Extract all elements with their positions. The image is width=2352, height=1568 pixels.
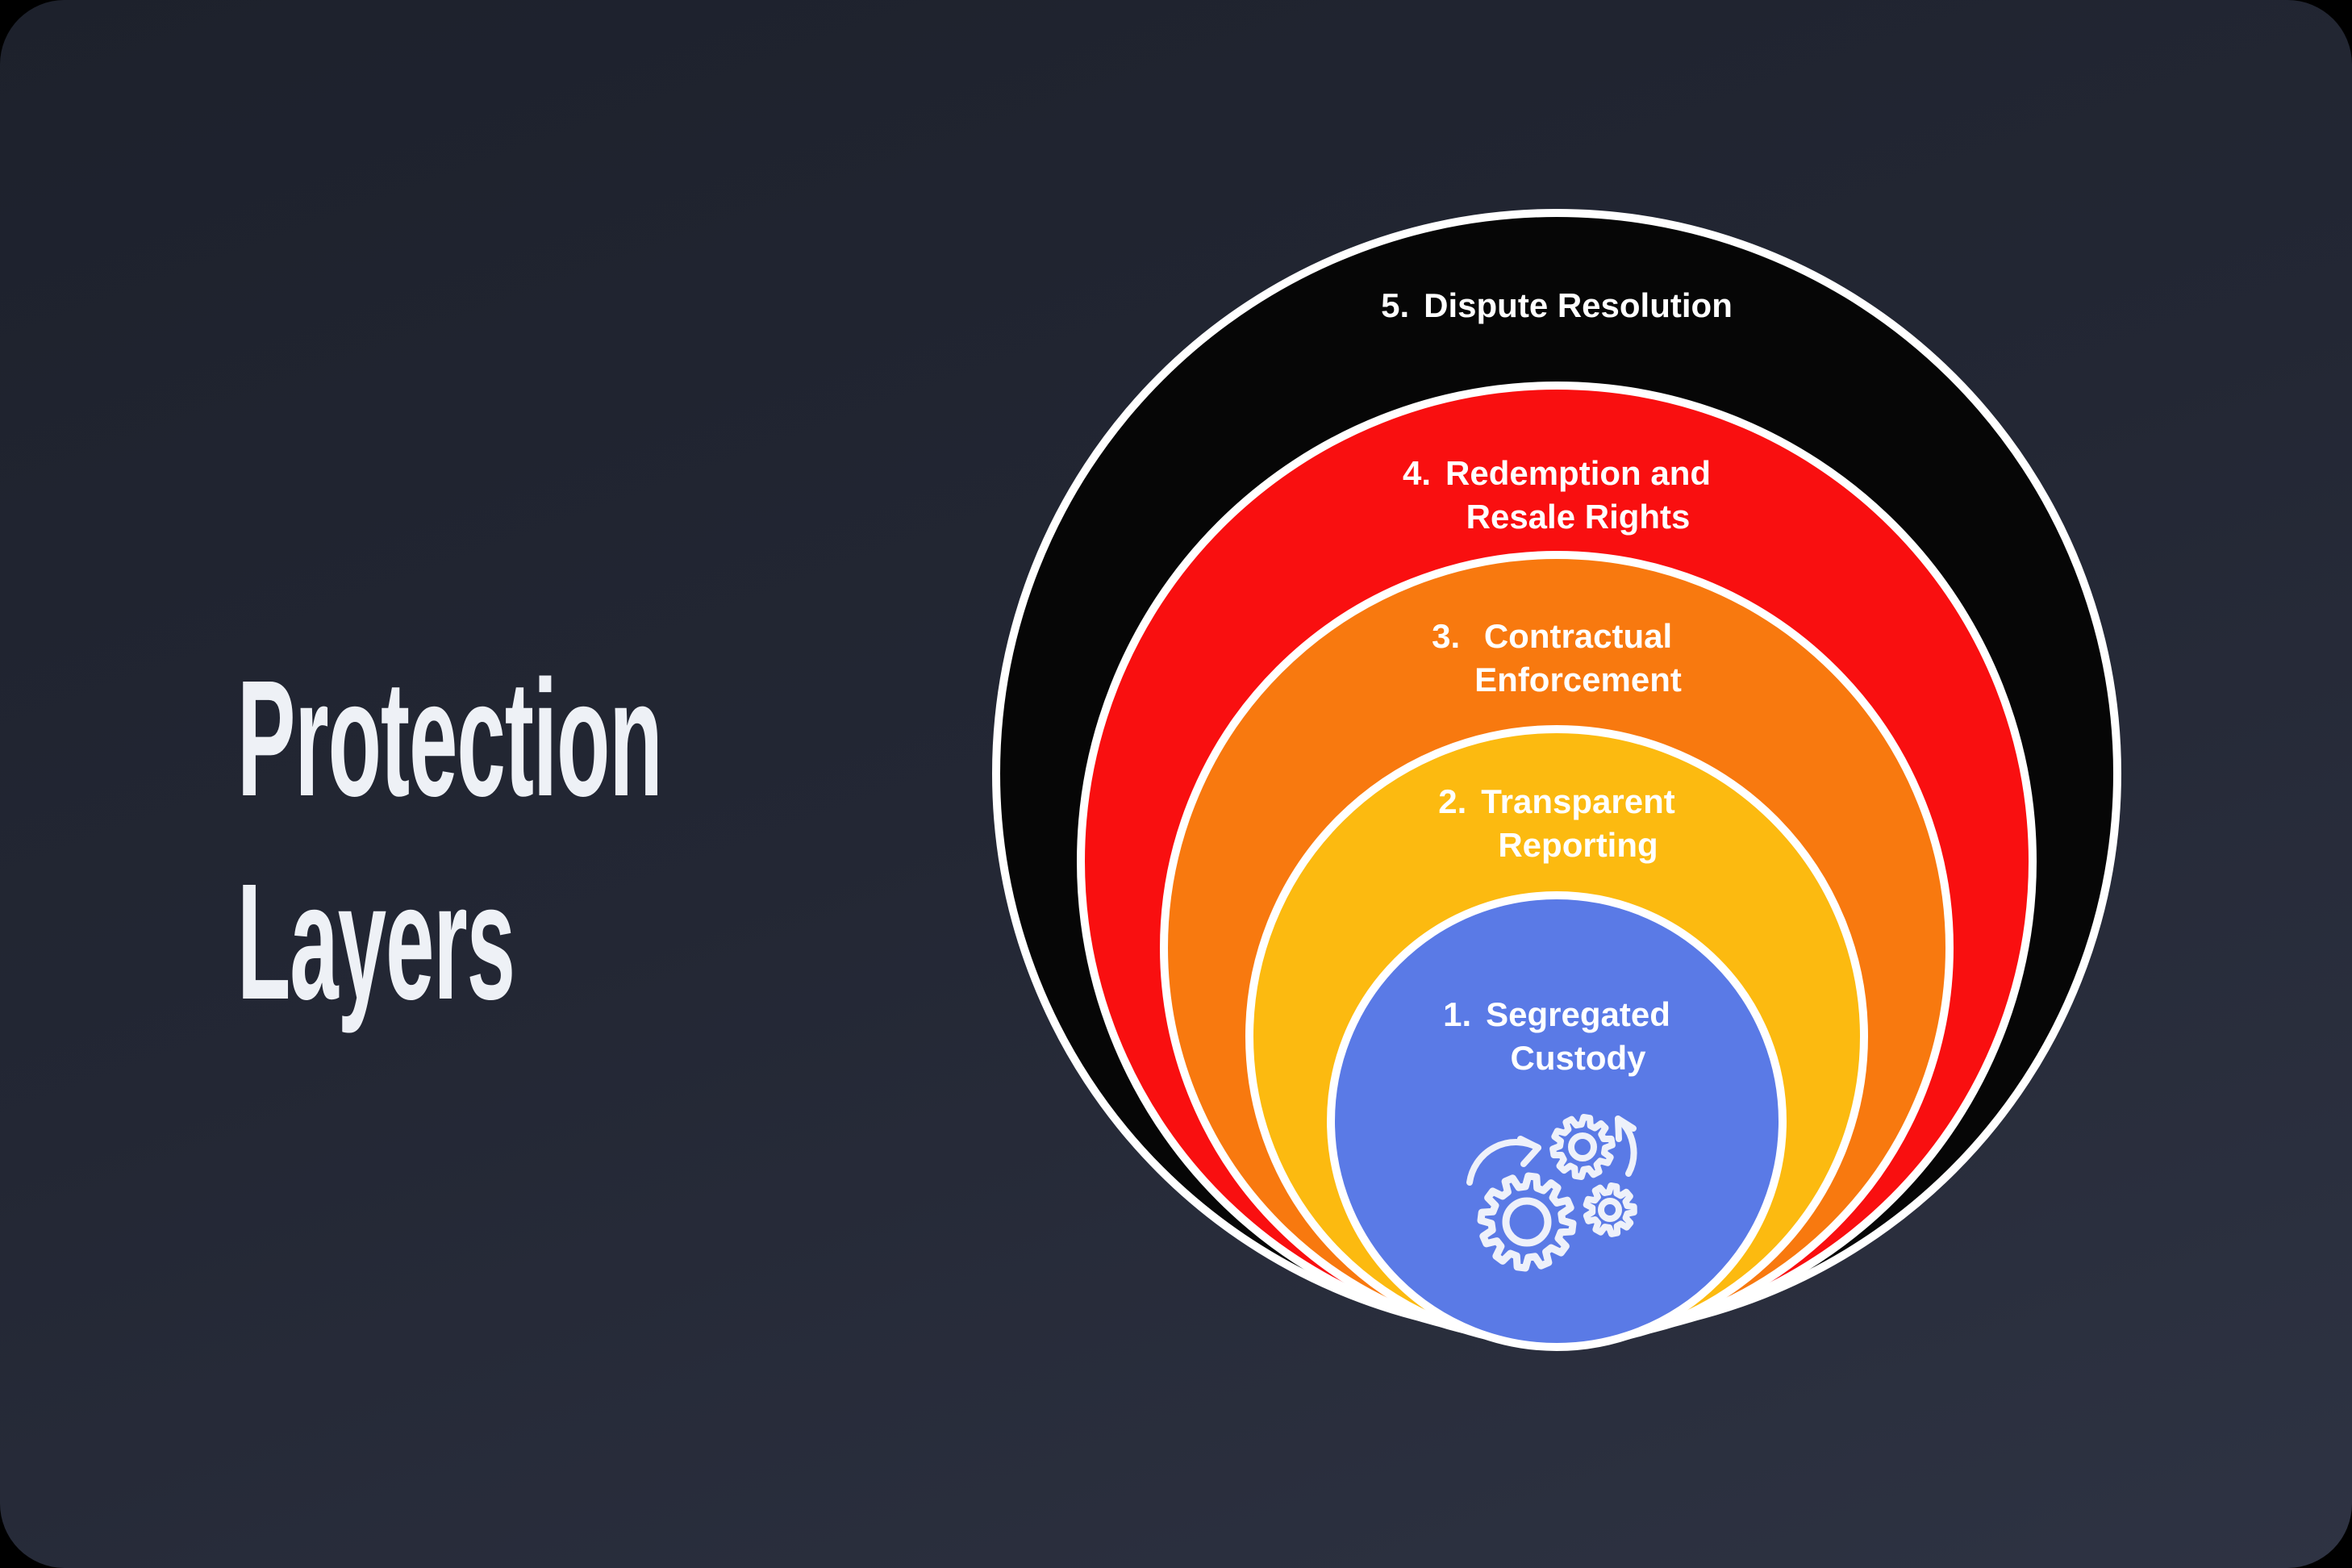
ring-1-segregated-custody <box>1327 891 1787 1351</box>
layer-number: 2. <box>1438 782 1467 820</box>
gear-medium <box>1549 1114 1616 1180</box>
layer-name: Segregated Custody <box>1486 995 1670 1077</box>
page-title: Protection Layers <box>237 646 663 1034</box>
layer-name: Dispute Resolution <box>1424 286 1733 324</box>
label-transparent-reporting: 2. Transparent Reporting <box>1438 780 1674 867</box>
gears-process-icon <box>1466 1114 1637 1272</box>
rotate-arrow-right-head <box>1615 1116 1637 1142</box>
gear-small-hole <box>1598 1198 1622 1222</box>
layer-number: 5. <box>1381 286 1410 324</box>
label-contractual-enforcement: 3. Contractual Enforcement <box>1432 615 1682 702</box>
layer-name: Redemption and Resale Rights <box>1445 454 1712 536</box>
layer-name: Transparent Reporting <box>1481 782 1675 864</box>
layer-number: 1. <box>1443 995 1472 1033</box>
gear-large <box>1477 1172 1577 1272</box>
label-redemption-resale-rights: 4. Redemption and Resale Rights <box>1403 452 1711 539</box>
rotate-arrow-left-head <box>1517 1136 1541 1167</box>
layer-number: 3. <box>1432 617 1461 655</box>
gear-medium-hole <box>1568 1132 1597 1161</box>
layer-name: Contractual Enforcement <box>1474 617 1682 699</box>
gear-large-hole <box>1502 1197 1552 1247</box>
label-segregated-custody: 1. Segregated Custody <box>1443 993 1670 1080</box>
gear-small <box>1583 1182 1637 1237</box>
layer-number: 4. <box>1402 454 1432 492</box>
label-dispute-resolution: 5. Dispute Resolution <box>1381 284 1733 327</box>
